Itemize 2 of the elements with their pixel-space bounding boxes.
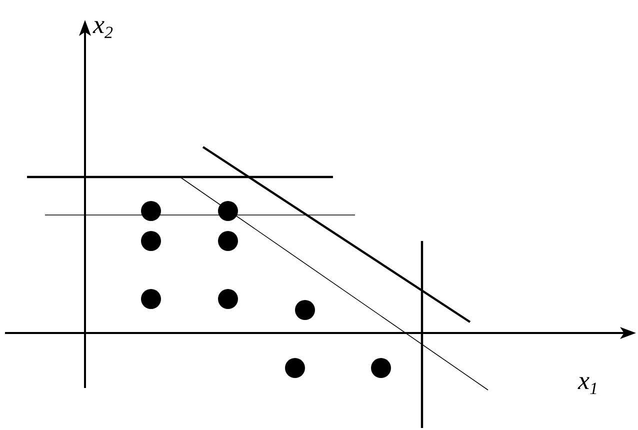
- axis-label: x$_{2}$: [93, 12, 114, 38]
- axis-label: x$_{1}$: [578, 368, 598, 394]
